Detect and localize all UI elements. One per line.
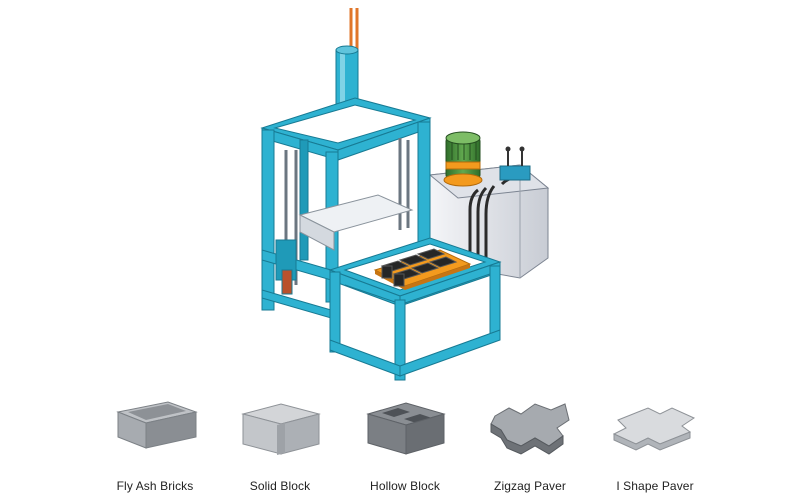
valve-block bbox=[499, 146, 531, 181]
product-label: Zigzag Paver bbox=[494, 479, 566, 493]
product-hollow-block: Hollow Block bbox=[340, 390, 470, 500]
electric-motor bbox=[443, 131, 483, 187]
product-label: Hollow Block bbox=[370, 479, 440, 493]
brick-making-machine-illustration bbox=[260, 8, 550, 381]
product-solid-block: Solid Block bbox=[215, 390, 345, 500]
product-samples: Fly Ash Bricks Solid Block Hollow Block … bbox=[0, 390, 800, 500]
product-label: I Shape Paver bbox=[616, 479, 694, 493]
pallet-with-blocks bbox=[373, 248, 472, 290]
zigzag-paver-icon bbox=[490, 403, 570, 455]
product-zigzag-paver: Zigzag Paver bbox=[465, 390, 595, 500]
product-fly-ash-bricks: Fly Ash Bricks bbox=[90, 390, 220, 500]
solid-block-icon bbox=[241, 403, 321, 455]
press-frame bbox=[260, 97, 432, 321]
product-label: Solid Block bbox=[249, 479, 311, 493]
product-i-shape-paver: I Shape Paver bbox=[590, 390, 720, 500]
fly-ash-brick-icon bbox=[116, 401, 198, 449]
i-shape-paver-icon bbox=[612, 407, 696, 451]
product-label: Fly Ash Bricks bbox=[116, 479, 194, 493]
hollow-block-icon bbox=[366, 402, 446, 455]
